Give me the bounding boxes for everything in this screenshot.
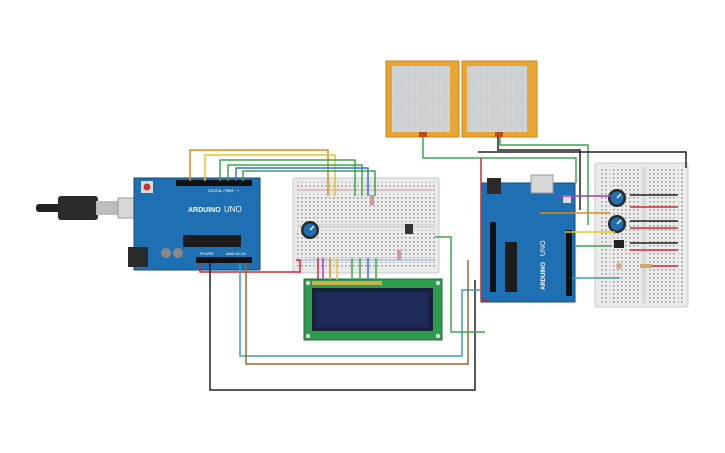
power-label: POWER [200, 252, 214, 256]
atmega-chip-right [505, 242, 517, 292]
breadboard-right[interactable] [594, 162, 689, 308]
potentiometer-right-top[interactable] [608, 189, 626, 207]
analog-label: ANALOG IN [226, 252, 246, 256]
resistor-3 [640, 264, 652, 268]
resistor-1 [370, 195, 374, 205]
arduino-uno-left[interactable]: DIGITAL (PWM ~) ARDUINO UNO POWER ANALOG… [128, 177, 261, 271]
arduino-right-model: UNO [540, 240, 547, 256]
digital-header[interactable] [176, 180, 252, 186]
arduino-model: UNO [224, 205, 242, 214]
lcd-16x2[interactable] [303, 278, 443, 341]
potentiometer-right-bottom[interactable] [608, 215, 626, 233]
power-jack [128, 247, 148, 267]
sensor-chip [614, 240, 624, 248]
reset-button-right[interactable] [563, 195, 571, 203]
potentiometer-middle[interactable] [301, 221, 319, 239]
arduino-brand: ARDUINO [188, 207, 221, 214]
touch-sensor-pad-right[interactable] [461, 60, 538, 138]
breadboard-middle[interactable] [292, 177, 440, 274]
touch-sensor-pad-left[interactable] [385, 60, 460, 138]
power-jack-right [487, 178, 501, 194]
photoresistor [616, 263, 622, 269]
arduino-uno-right[interactable]: ARDUINO UNO [480, 174, 576, 303]
header-right-right[interactable] [566, 230, 572, 296]
pushbutton[interactable] [405, 224, 413, 234]
wires [189, 137, 687, 391]
atmega-chip [183, 235, 241, 247]
usb-port [530, 174, 554, 194]
header-left-right[interactable] [490, 222, 496, 292]
digital-label: DIGITAL (PWM ~) [208, 189, 240, 193]
usb-cable [36, 196, 137, 220]
arduino-right-brand: ARDUINO [541, 262, 547, 290]
resistor-2 [397, 250, 401, 260]
analog-header[interactable] [196, 257, 252, 263]
